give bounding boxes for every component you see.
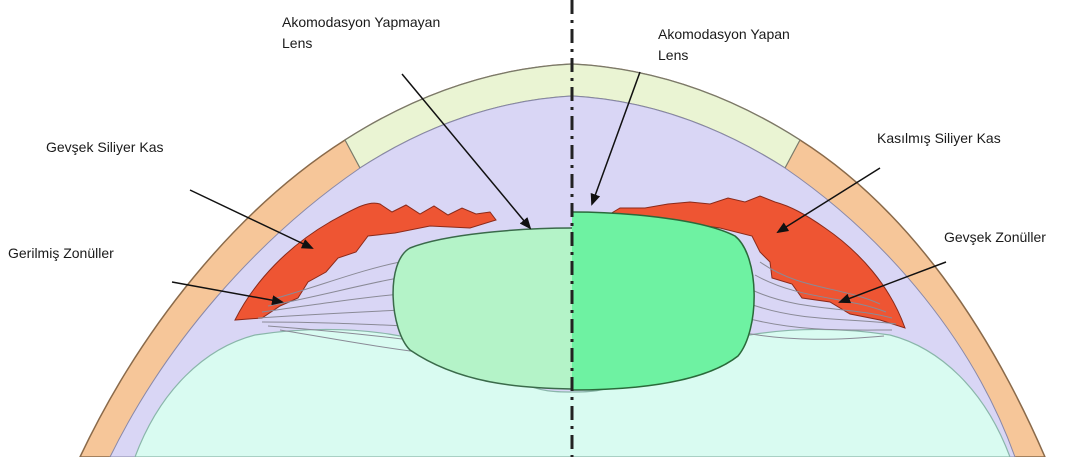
label-relaxed-zonules: Gevşek Zonüller	[944, 227, 1046, 248]
label-accommodating-lens: Akomodasyon Yapan Lens	[658, 24, 790, 66]
label-non-accommodating-lens: Akomodasyon Yapmayan Lens	[282, 12, 440, 54]
label-relaxed-ciliary-muscle: Gevşek Siliyer Kas	[46, 137, 163, 158]
label-stretched-zonules: Gerilmiş Zonüller	[8, 243, 114, 264]
label-contracted-ciliary-muscle: Kasılmış Siliyer Kas	[877, 128, 1001, 149]
